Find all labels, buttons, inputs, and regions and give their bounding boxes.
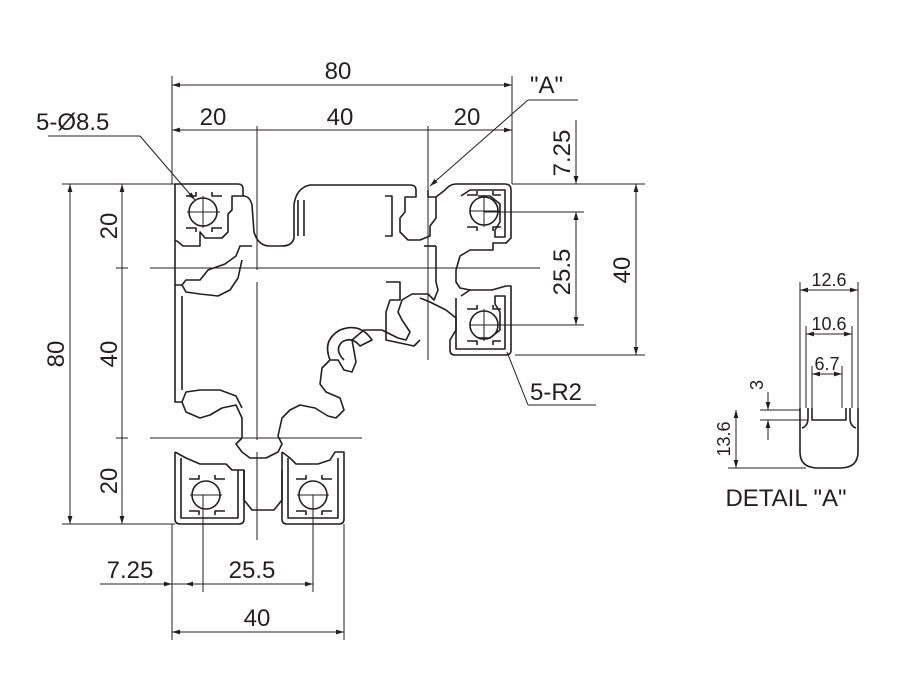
dim-bottom-hole-pitch: 25.5 xyxy=(229,557,276,584)
bottom-dimensions: 7.25 25.5 40 xyxy=(100,495,345,640)
hole-callout: 5-Ø8.5 xyxy=(36,109,109,136)
detail-slot-depth: 13.6 xyxy=(714,421,734,456)
dim-left-overall: 80 xyxy=(43,341,70,368)
dim-right-hole-pitch: 25.5 xyxy=(549,249,576,296)
detail-a-view: 12.6 10.6 6.7 3 13.6 DETAIL "A" xyxy=(714,270,859,512)
profile-outline xyxy=(174,183,512,525)
callouts: 5-Ø8.5 "A" 5-R2 xyxy=(36,72,596,406)
right-dimensions: 40 7.25 25.5 xyxy=(484,120,645,356)
dim-bottom-offset: 7.25 xyxy=(107,557,154,584)
top-dimensions: 80 20 40 20 xyxy=(171,58,513,184)
dim-left-top: 20 xyxy=(96,213,123,240)
detail-width-inner: 6.7 xyxy=(814,354,839,374)
dim-top-left: 20 xyxy=(200,104,227,131)
dim-top-right: 20 xyxy=(454,104,481,131)
center-lines xyxy=(150,126,540,540)
detail-width-mid: 10.6 xyxy=(811,314,846,334)
dim-right-top-offset: 7.25 xyxy=(549,130,576,177)
dim-top-middle: 40 xyxy=(327,104,354,131)
detail-width-outer: 12.6 xyxy=(811,270,846,290)
detail-title: DETAIL "A" xyxy=(725,485,846,512)
dim-top-overall: 80 xyxy=(325,58,352,85)
left-dimensions: 80 20 40 20 xyxy=(43,183,175,525)
detail-lip-thickness: 3 xyxy=(747,380,767,390)
dim-bottom-width: 40 xyxy=(244,605,271,632)
radius-callout: 5-R2 xyxy=(530,379,582,406)
dim-left-middle: 40 xyxy=(96,341,123,368)
dim-right-height: 40 xyxy=(609,257,636,284)
dim-left-bottom: 20 xyxy=(96,468,123,495)
detail-a-callout: "A" xyxy=(530,72,563,99)
